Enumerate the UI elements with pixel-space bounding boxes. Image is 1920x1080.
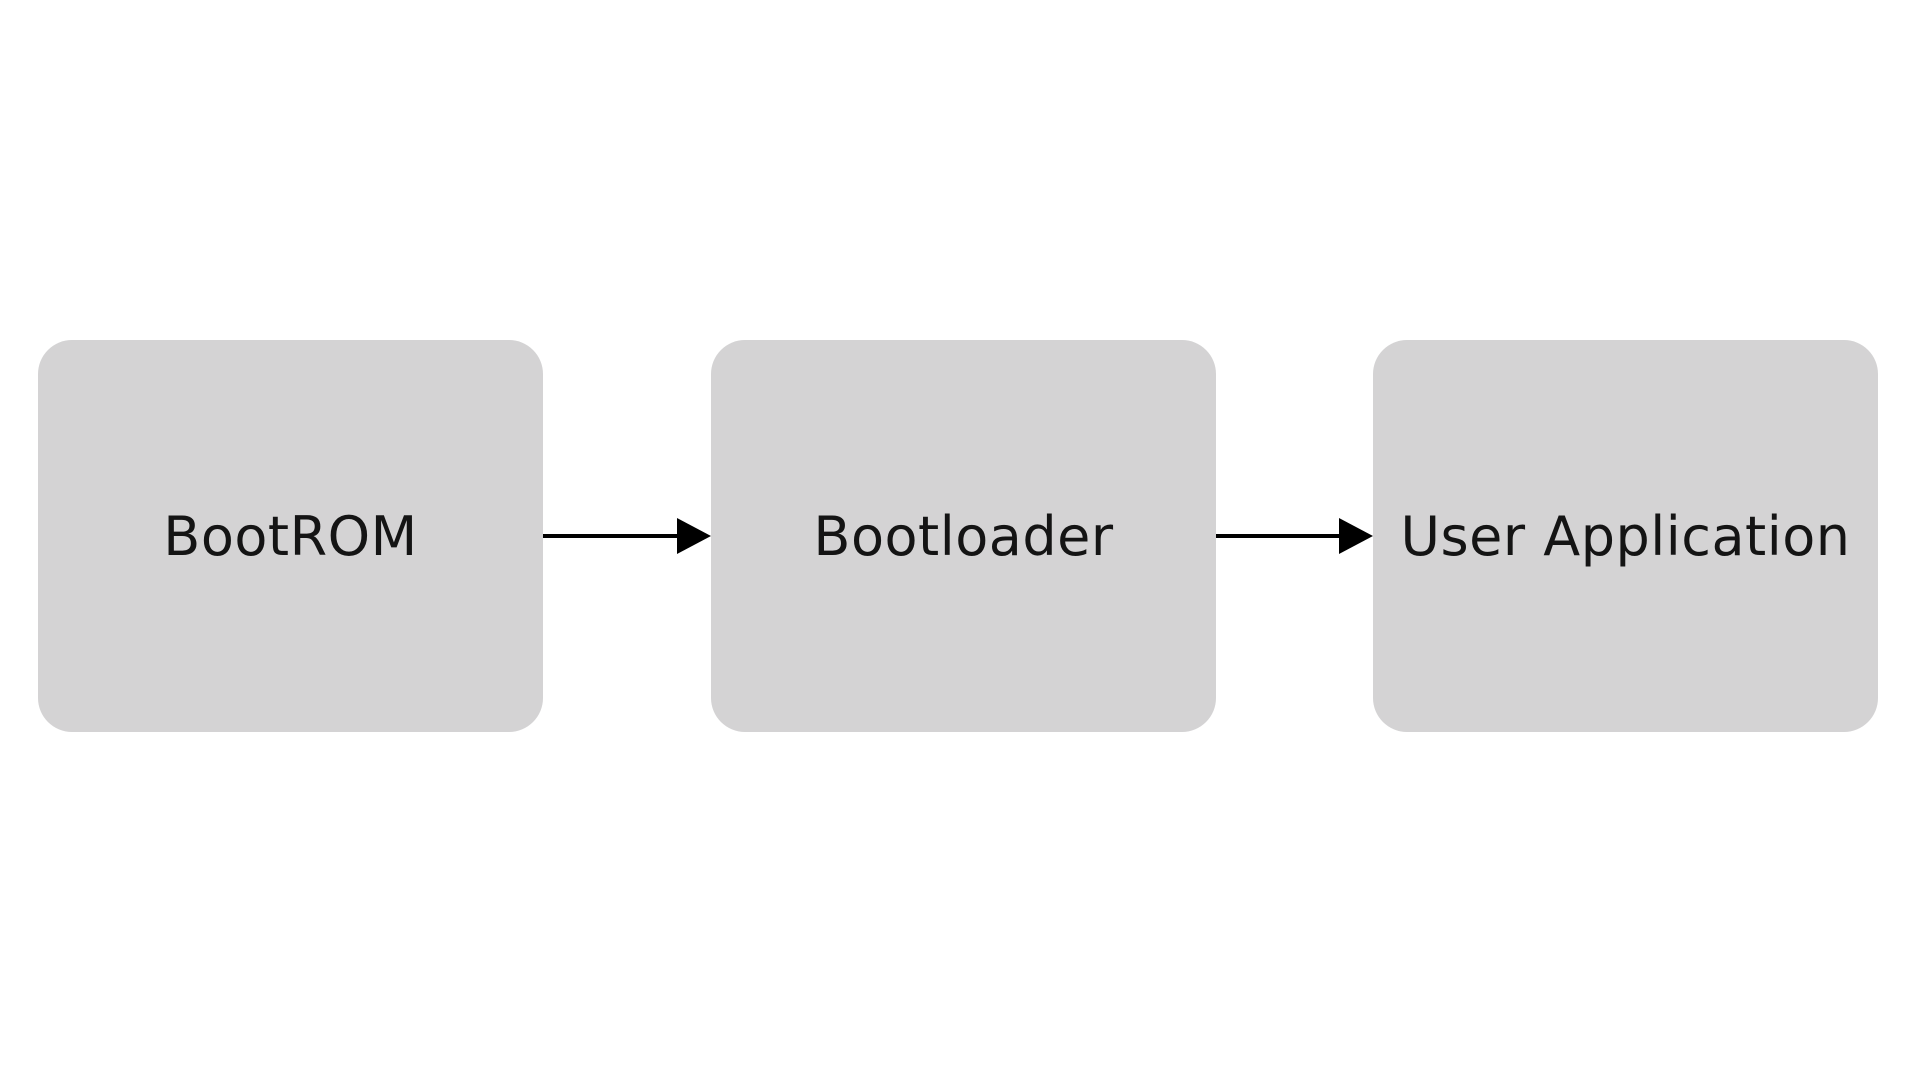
node-label-bootrom: BootROM bbox=[163, 504, 418, 568]
node-label-user-application: User Application bbox=[1400, 504, 1851, 568]
node-bootrom: BootROM bbox=[38, 340, 543, 732]
arrow-bootrom-to-bootloader bbox=[543, 518, 711, 554]
node-label-bootloader: Bootloader bbox=[813, 504, 1114, 568]
arrow-bootloader-to-user-application bbox=[1216, 518, 1373, 554]
node-bootloader: Bootloader bbox=[711, 340, 1216, 732]
node-user-application: User Application bbox=[1373, 340, 1878, 732]
